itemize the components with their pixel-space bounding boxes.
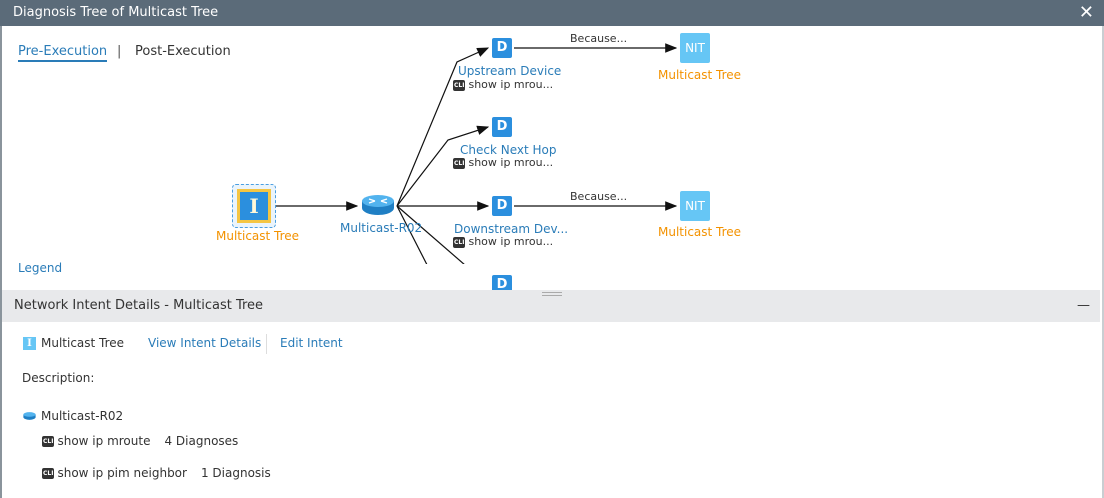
resize-handle[interactable]	[542, 292, 562, 296]
details-title: Network Intent Details - Multicast Tree	[14, 298, 264, 313]
cli-icon: CLI	[42, 436, 55, 447]
cli-text: show ip mrou...	[468, 156, 554, 169]
diagnosis-label-1: Upstream Device	[458, 64, 562, 78]
view-intent-details-link[interactable]: View Intent Details	[148, 336, 262, 350]
intent-node-frame[interactable]: I	[232, 184, 276, 228]
device-name[interactable]: Multicast-R02	[41, 409, 124, 423]
cli-icon: CLI	[453, 157, 466, 169]
router-small-icon	[23, 412, 36, 420]
router-icon[interactable]	[361, 194, 395, 216]
edge-label-1: Because...	[570, 32, 628, 45]
tab-separator: |	[117, 44, 122, 59]
diagnosis-count: 1 Diagnosis	[200, 466, 271, 480]
diagnosis-node-1[interactable]: D	[492, 38, 512, 58]
diagnosis-label-2: Check Next Hop	[460, 143, 557, 157]
cli-text: show ip mrou...	[468, 78, 554, 91]
edge-device-diag2	[396, 125, 490, 207]
collapse-icon[interactable]: —	[1077, 298, 1090, 313]
legend-link[interactable]: Legend	[18, 261, 63, 275]
diagram-canvas[interactable]: I Multicast Tree Multicast-R02 D Upstrea…	[2, 26, 1100, 290]
edit-intent-link[interactable]: Edit Intent	[280, 336, 343, 350]
command-text: show ip mroute	[57, 434, 151, 448]
nit-label-2: Multicast Tree	[658, 225, 742, 239]
cli-icon: CLI	[453, 79, 466, 91]
edge-device-diag4	[396, 205, 465, 264]
device-node-label: Multicast-R02	[340, 221, 423, 235]
tab-post-execution[interactable]: Post-Execution	[135, 44, 231, 59]
diagnosis-count: 4 Diagnoses	[164, 434, 239, 448]
tab-pre-execution[interactable]: Pre-Execution	[18, 44, 108, 62]
nit-node-2[interactable]: NIT	[680, 191, 710, 221]
description-label: Description:	[22, 371, 95, 385]
command-text: show ip pim neighbor	[57, 466, 187, 480]
intent-icon: I	[237, 189, 271, 223]
window-title: Diagnosis Tree of Multicast Tree	[13, 5, 219, 20]
nit-node-1[interactable]: NIT	[680, 33, 710, 63]
edge-label-2: Because...	[570, 190, 628, 203]
cli-icon: CLI	[42, 468, 55, 479]
diagnosis-node-3[interactable]: D	[492, 196, 512, 216]
diagnosis-label-3: Downstream Dev...	[454, 222, 569, 236]
close-icon[interactable]: ✕	[1078, 2, 1094, 23]
cli-icon: CLI	[453, 236, 466, 248]
diagnosis-node-2[interactable]: D	[492, 117, 512, 137]
diagnosis-node-4[interactable]: D	[492, 275, 512, 290]
dialog-body	[0, 26, 1104, 498]
intent-small-icon: I	[23, 337, 36, 350]
divider	[266, 334, 267, 354]
intent-node-label: Multicast Tree	[216, 229, 300, 243]
edge-device-diag5	[396, 205, 428, 264]
window-titlebar: Diagnosis Tree of Multicast Tree ✕	[0, 0, 1104, 26]
diagram-edges	[275, 43, 678, 264]
nit-label-1: Multicast Tree	[658, 68, 742, 82]
intent-name: Multicast Tree	[41, 336, 125, 350]
edge-device-diag1	[396, 47, 490, 207]
cli-text: show ip mrou...	[468, 235, 554, 248]
